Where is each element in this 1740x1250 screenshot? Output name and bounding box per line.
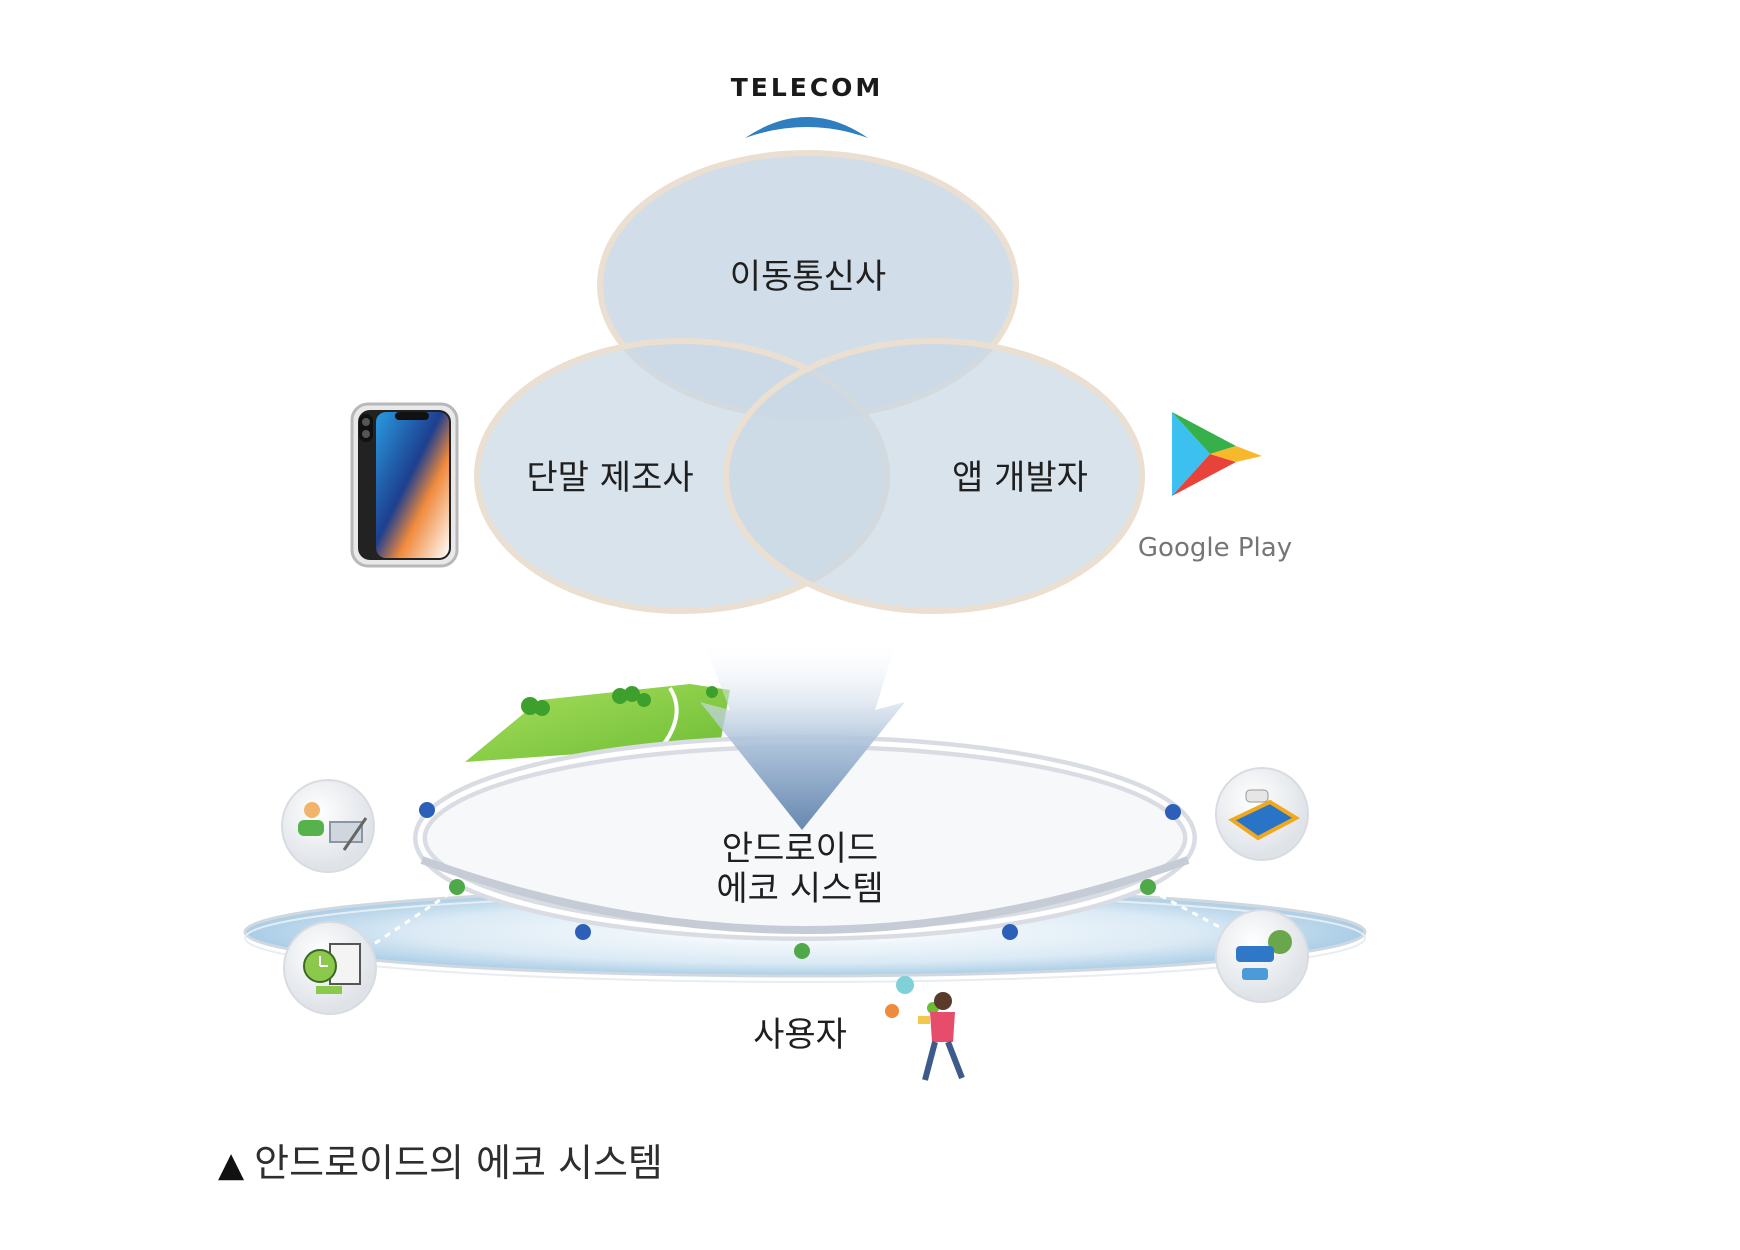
google-play-logo: Google Play bbox=[1138, 412, 1292, 563]
node-dot bbox=[1140, 879, 1156, 895]
telecom-arc-icon bbox=[745, 117, 868, 138]
figure-caption: ▲안드로이드의 에코 시스템 bbox=[218, 1132, 663, 1187]
network-icon bbox=[1216, 910, 1308, 1002]
caption-marker: ▲ bbox=[218, 1145, 244, 1185]
devices-icon bbox=[1216, 768, 1308, 860]
node-dot bbox=[794, 943, 810, 959]
google-play-text: Google Play bbox=[1138, 533, 1292, 563]
google-play-icon bbox=[1172, 412, 1262, 496]
office-worker-icon bbox=[282, 780, 374, 872]
ecosystem-label-line2: 에코 시스템 bbox=[716, 869, 883, 909]
user-figure-icon bbox=[885, 976, 962, 1080]
ecosystem-label-line1: 안드로이드 bbox=[722, 829, 878, 869]
venn-label-app-developer: 앱 개발자 bbox=[952, 458, 1088, 498]
node-dot bbox=[1002, 924, 1018, 940]
smartphone-icon bbox=[352, 404, 457, 566]
venn-label-manufacturer: 단말 제조사 bbox=[526, 458, 693, 498]
node-dot bbox=[449, 879, 465, 895]
node-dot bbox=[1165, 804, 1181, 820]
caption-text: 안드로이드의 에코 시스템 bbox=[254, 1141, 663, 1185]
venn-label-carrier: 이동통신사 bbox=[730, 257, 886, 297]
user-label: 사용자 bbox=[753, 1015, 847, 1055]
telecom-logo: TELECOM bbox=[731, 73, 884, 138]
node-dot bbox=[575, 924, 591, 940]
node-dot bbox=[419, 802, 435, 818]
venn-diagram: 이동통신사 단말 제조사 앱 개발자 bbox=[477, 153, 1142, 611]
clock-calendar-icon bbox=[284, 922, 376, 1014]
telecom-logo-text: TELECOM bbox=[731, 73, 884, 102]
